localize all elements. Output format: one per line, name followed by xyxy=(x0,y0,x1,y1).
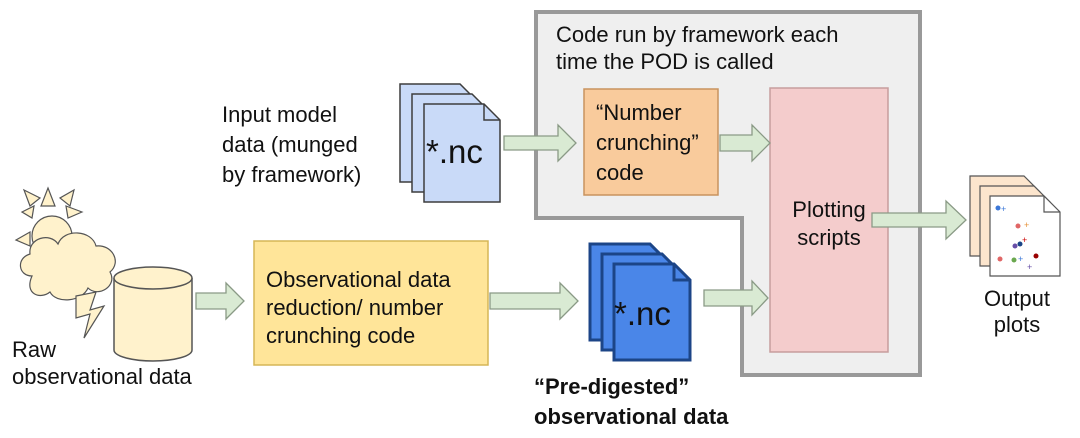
plot-stack-icon: + + + + + xyxy=(969,175,1061,277)
number-crunching-box xyxy=(583,88,719,196)
svg-text:+: + xyxy=(1001,204,1006,214)
model-file-label: *.nc xyxy=(426,133,483,170)
framework-label: Code run by framework each time the POD … xyxy=(556,22,839,74)
obs-file-label: *.nc xyxy=(614,295,671,332)
file-stack-icon xyxy=(399,83,501,203)
arrow-cylinder-to-reduction xyxy=(195,281,245,321)
plotting-scripts-label: Plotting scripts xyxy=(792,197,866,250)
pre-digested-label: “Pre-digested” observational data xyxy=(534,374,729,429)
cloud-icon xyxy=(19,232,116,301)
arrow-model-to-crunch xyxy=(503,123,577,163)
obs-reduction-label: Observational data reduction/ number cru… xyxy=(266,267,451,348)
output-plots-label: Output plots xyxy=(983,286,1051,337)
svg-text:+: + xyxy=(1018,254,1023,264)
database-cylinder-icon xyxy=(113,266,193,362)
obs-reduction-box xyxy=(253,240,489,366)
arrow-reduction-to-obs xyxy=(489,281,579,321)
file-stack-icon xyxy=(588,242,692,362)
arrow-plot-to-output xyxy=(871,199,967,241)
svg-text:+: + xyxy=(1024,220,1029,230)
arrow-crunch-to-plot xyxy=(719,123,771,163)
raw-obs-label: Raw observational data xyxy=(12,337,192,389)
number-crunching-label: “Number crunching” code xyxy=(596,100,699,185)
arrow-obs-to-plot xyxy=(703,279,769,317)
input-model-data-label: Input model data (munged by framework) xyxy=(222,102,362,187)
lightning-icon xyxy=(75,291,106,339)
svg-text:+: + xyxy=(1022,235,1027,245)
svg-text:+: + xyxy=(1027,262,1032,272)
